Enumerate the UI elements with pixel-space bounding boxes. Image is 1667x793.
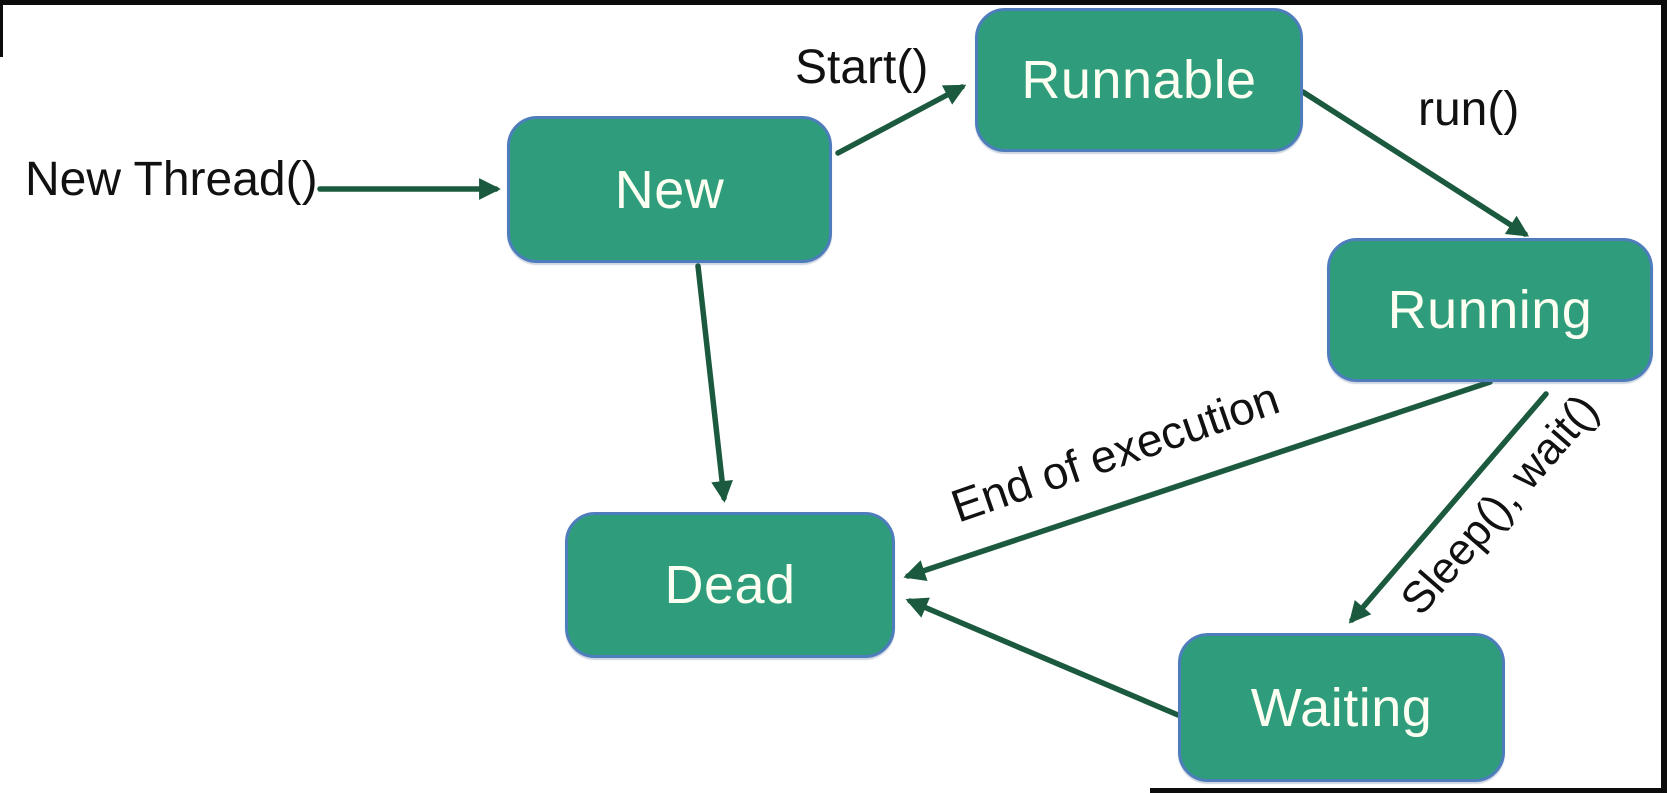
node-running-label: Running xyxy=(1387,280,1593,340)
edge-label-run: run() xyxy=(1418,83,1520,136)
frame-edge-bottom xyxy=(1150,788,1667,793)
arrow-new-to-dead xyxy=(695,263,733,503)
arrow-running-to-waiting xyxy=(1348,391,1549,624)
node-runnable-label: Runnable xyxy=(1021,50,1257,110)
arrow-waiting-to-dead xyxy=(905,597,1181,718)
node-running: Running xyxy=(1327,238,1653,382)
node-waiting: Waiting xyxy=(1178,633,1505,782)
node-dead: Dead xyxy=(565,512,895,658)
edge-label-new-thread: New Thread() xyxy=(25,153,318,206)
frame-edge-right xyxy=(1661,0,1667,793)
edge-label-start: Start() xyxy=(795,41,929,94)
node-new-label: New xyxy=(614,159,725,220)
node-runnable: Runnable xyxy=(975,8,1303,152)
node-dead-label: Dead xyxy=(664,555,796,615)
frame-edge-left xyxy=(0,0,3,57)
node-new: New xyxy=(507,116,832,263)
arrow-running-to-dead xyxy=(903,379,1493,581)
frame-edge-top xyxy=(0,0,1667,5)
arrow-runnable-to-running xyxy=(1300,89,1530,237)
arrow-new-to-runnable xyxy=(835,84,967,156)
node-waiting-label: Waiting xyxy=(1250,677,1433,738)
